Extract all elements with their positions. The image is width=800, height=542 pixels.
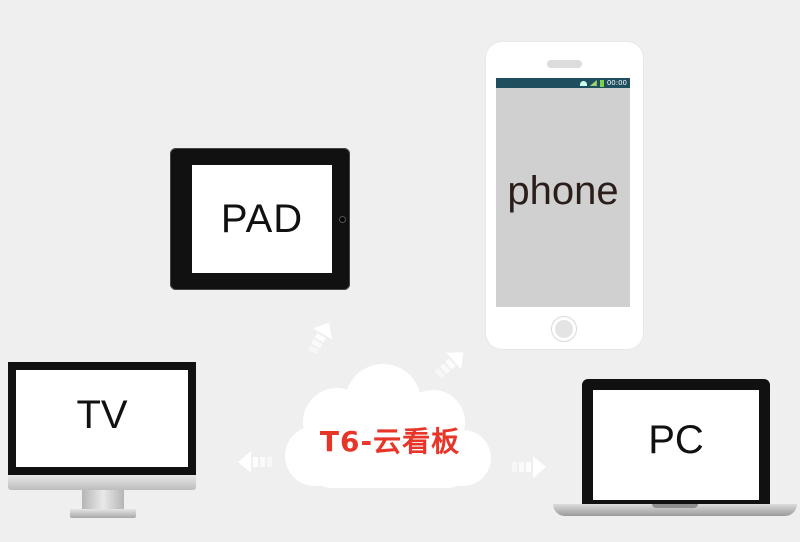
pad-label: PAD [220, 196, 304, 241]
tv-chin [8, 475, 196, 490]
phone-status-bar: 00:00 [496, 78, 630, 88]
phone-label: phone [507, 169, 619, 213]
tv-screen: TV [16, 370, 188, 467]
pc-screen: PC [593, 390, 759, 500]
hub-label: T6-云看板 [319, 425, 461, 458]
pc-notch [652, 504, 698, 508]
cloud-icon [285, 364, 491, 488]
tv-stand-neck [82, 490, 124, 510]
signal-icon [589, 80, 597, 86]
wifi-icon [579, 80, 587, 86]
phone-home-button [551, 316, 577, 342]
tv-label: TV [76, 393, 128, 437]
pad-screen: PAD [192, 165, 332, 273]
phone-screen: phone [496, 88, 630, 307]
arrow-up-left-icon [307, 322, 333, 355]
tv-stand-base [70, 509, 136, 518]
pc-keyboard-base [553, 504, 797, 516]
arrow-right-icon [512, 456, 546, 478]
pad-home-button [339, 216, 346, 223]
battery-icon [599, 79, 604, 87]
arrow-up-right-icon [434, 352, 464, 379]
status-time: 00:00 [606, 79, 627, 87]
phone-speaker [547, 60, 582, 68]
pc-label: PC [648, 417, 704, 462]
arrow-left-icon [238, 451, 272, 473]
